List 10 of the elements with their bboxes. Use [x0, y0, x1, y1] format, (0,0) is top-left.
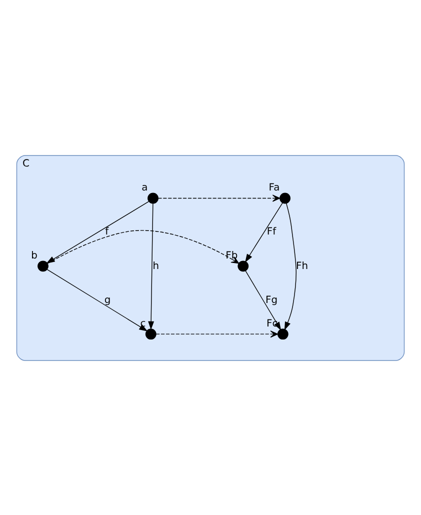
edge-label: Ff — [266, 226, 276, 238]
edge-label: Fh — [296, 260, 308, 272]
node-label: b — [31, 250, 38, 261]
node-label: Fa — [268, 182, 280, 193]
edge-label: g — [104, 294, 111, 306]
edge-label: h — [152, 260, 159, 272]
edge-label: f — [105, 226, 109, 238]
edge-label: Fg — [266, 294, 278, 306]
node-label: Fb — [226, 250, 238, 261]
node-label: a — [142, 182, 148, 193]
